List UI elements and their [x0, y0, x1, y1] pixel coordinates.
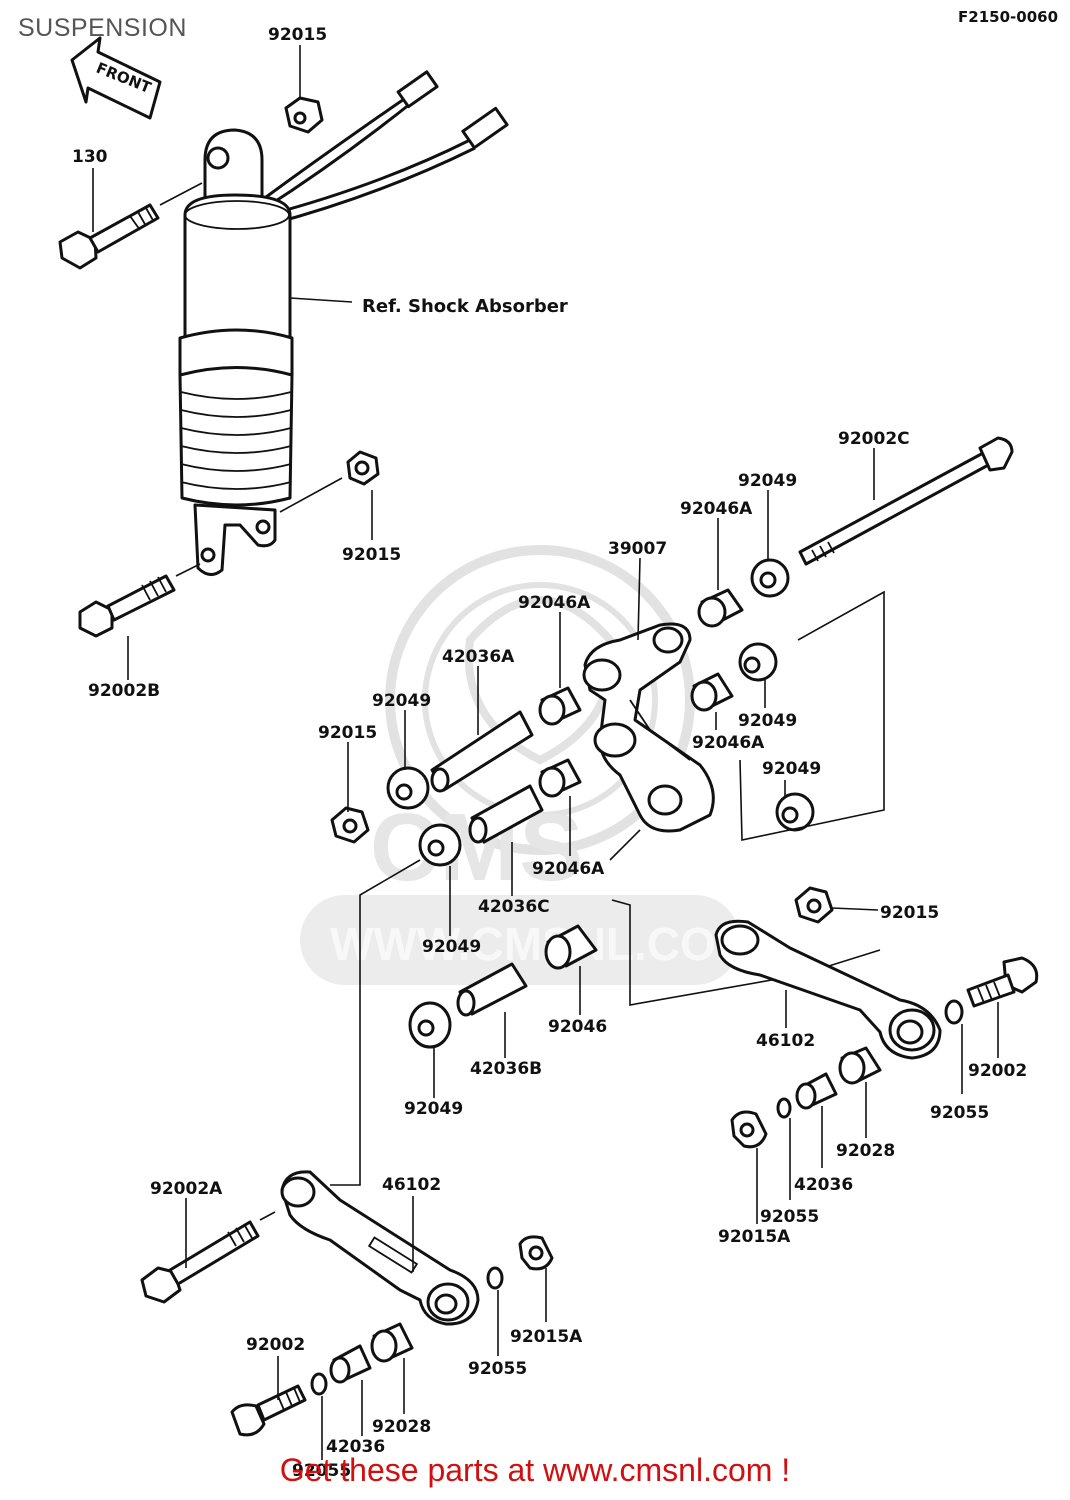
bushing-92046a-2 — [690, 672, 734, 712]
label-92046a-a: 92046A — [680, 499, 753, 519]
label-92055-right: 92055 — [930, 1103, 989, 1123]
front-arrow: FRONT — [70, 36, 162, 120]
washer-92049-4 — [386, 766, 430, 810]
label-92046a-d: 92046A — [532, 859, 605, 879]
washer-92049-2 — [738, 642, 778, 682]
label-92002-right: 92002 — [968, 1061, 1027, 1081]
label-92049-c: 92049 — [738, 711, 797, 731]
nut-92015-mid — [279, 450, 380, 513]
bushing-92046a-3 — [538, 686, 582, 726]
sleeve-42036a — [430, 710, 534, 793]
sleeve-42036-right — [795, 1072, 838, 1110]
leader-lines — [92, 45, 999, 1460]
diagram-code: F2150-0060 — [958, 8, 1058, 26]
bolt-130 — [58, 182, 203, 270]
label-92046a-b: 92046A — [518, 593, 591, 613]
label-92015-top: 92015 — [268, 25, 327, 45]
label-92049-d: 92049 — [762, 759, 821, 779]
label-92049-b: 92049 — [372, 691, 431, 711]
label-92002-left: 92002 — [246, 1335, 305, 1355]
label-92015a-right: 92015A — [718, 1227, 791, 1247]
label-92046: 92046 — [548, 1017, 607, 1037]
bolt-92002-right — [966, 956, 1039, 1008]
sleeve-42036-left — [329, 1344, 372, 1384]
callout-labels: 92015 130 Ref. Shock Absorber 92015 9200… — [72, 25, 1027, 1481]
o-ring-92055-left — [486, 1266, 504, 1290]
label-46102-right: 46102 — [756, 1031, 815, 1051]
label-42036a: 42036A — [442, 647, 515, 667]
label-42036c: 42036C — [478, 897, 550, 917]
o-ring-92055-right — [944, 999, 964, 1025]
washer-92049-1 — [750, 558, 790, 598]
tie-rod-46102-right — [714, 919, 942, 1060]
o-ring-92055-left-2 — [310, 1372, 328, 1396]
shock-absorber — [178, 70, 509, 576]
nut-92015a-left — [518, 1235, 554, 1271]
label-92028-left: 92028 — [372, 1417, 431, 1437]
washer-92049-5 — [418, 823, 462, 867]
bolt-92002-left — [230, 1384, 307, 1437]
label-92055-left-2: 92055 — [292, 1461, 351, 1481]
label-92049-e: 92049 — [422, 937, 481, 957]
nut-92015-top — [284, 96, 324, 134]
nut-92015a-right — [730, 1110, 768, 1149]
bolt-92002c — [798, 436, 1014, 566]
label-92055-left: 92055 — [468, 1359, 527, 1379]
label-92002a: 92002A — [150, 1179, 223, 1199]
washer-92049-6 — [408, 1001, 452, 1049]
label-92002b: 92002B — [88, 681, 160, 701]
washer-92049-3 — [775, 792, 815, 832]
label-92049-a: 92049 — [738, 471, 797, 491]
sleeve-42036b — [456, 962, 528, 1017]
label-92015-c: 92015 — [318, 723, 377, 743]
label-92002c: 92002C — [838, 429, 910, 449]
label-92015a-left: 92015A — [510, 1327, 583, 1347]
label-42036-left: 42036 — [326, 1437, 385, 1457]
label-42036b: 42036B — [470, 1059, 542, 1079]
page-title: SUSPENSION — [18, 14, 187, 42]
rocker-39007 — [582, 622, 715, 833]
watermark-url: WWW.CMSNL.COM — [330, 918, 754, 970]
bolt-92002b — [78, 563, 201, 638]
bolt-92002a — [140, 1211, 276, 1304]
label-92015-d: 92015 — [880, 903, 939, 923]
label-46102-left: 46102 — [382, 1175, 441, 1195]
label-130: 130 — [72, 147, 108, 167]
footer-link-text[interactable]: Get these parts at www.cmsnl.com ! — [279, 1452, 791, 1488]
label-92046a-c: 92046A — [692, 733, 765, 753]
label-ref-shock-absorber: Ref. Shock Absorber — [362, 296, 568, 317]
label-42036-right: 42036 — [794, 1175, 853, 1195]
label-92055-right-2: 92055 — [760, 1207, 819, 1227]
collar-92028-right — [838, 1046, 882, 1085]
label-92028-right: 92028 — [836, 1141, 895, 1161]
bushing-92046a-1 — [697, 588, 744, 628]
collar-92028-left — [370, 1322, 414, 1363]
nut-92015-c — [330, 806, 370, 844]
label-92049-f: 92049 — [404, 1099, 463, 1119]
label-39007: 39007 — [608, 539, 667, 559]
label-92015-mid: 92015 — [342, 545, 401, 565]
sleeve-42036c — [468, 784, 544, 844]
nut-92015-d — [794, 886, 834, 924]
watermark-brand: CMS — [370, 794, 583, 901]
tie-rod-46102-left — [280, 1170, 480, 1326]
bushing-92046a-4 — [538, 758, 582, 798]
bushing-92046 — [544, 924, 598, 970]
o-ring-92055-right-2 — [776, 1097, 792, 1119]
